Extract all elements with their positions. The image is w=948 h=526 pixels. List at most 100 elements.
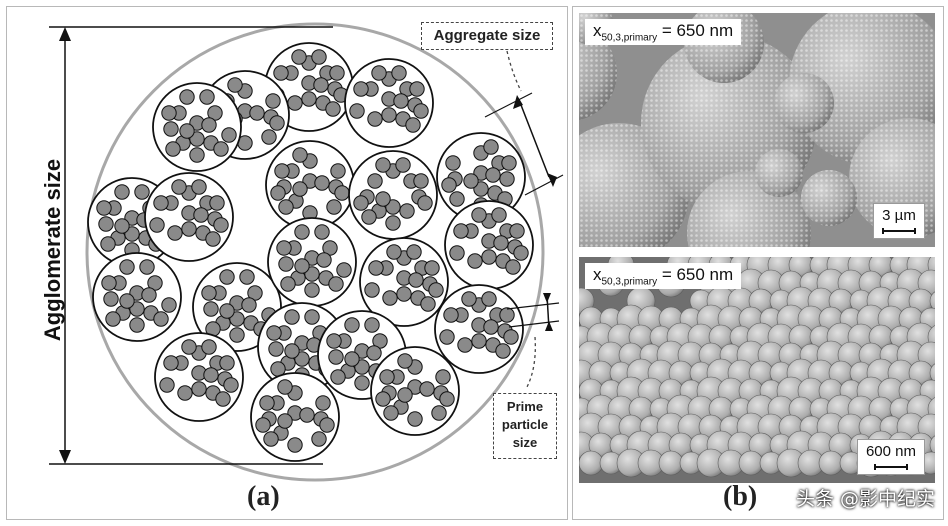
prime-particle bbox=[381, 107, 397, 123]
prime-particle bbox=[163, 355, 179, 371]
prime-particle bbox=[463, 173, 479, 189]
prime-particle bbox=[311, 49, 327, 65]
aggregate-arrow-2 bbox=[547, 173, 557, 187]
sem-top-scale-line bbox=[882, 228, 916, 234]
prime-particle bbox=[428, 282, 444, 298]
microsphere bbox=[579, 26, 617, 120]
prime-particle bbox=[397, 353, 413, 369]
prime-particle bbox=[382, 290, 398, 306]
prime-particle bbox=[213, 141, 229, 157]
prime-particle bbox=[294, 224, 310, 240]
prime-particle bbox=[449, 191, 465, 207]
sem-top-label-sub: 50,3,primary bbox=[601, 32, 658, 44]
prime-particle bbox=[407, 411, 423, 427]
prime-particle bbox=[219, 269, 235, 285]
prime-particle bbox=[344, 317, 360, 333]
prime-particle bbox=[181, 221, 197, 237]
prime-particle bbox=[408, 272, 424, 288]
microsphere-texture bbox=[755, 149, 803, 197]
aggregate bbox=[444, 200, 534, 290]
prime-particle bbox=[419, 381, 435, 397]
prime-particle bbox=[209, 195, 225, 211]
prime-ext-line-2 bbox=[508, 320, 560, 328]
prime-particle bbox=[255, 417, 271, 433]
prime-particle bbox=[292, 147, 308, 163]
prime-particle bbox=[371, 65, 387, 81]
prime-particle bbox=[431, 405, 447, 421]
prime-particle bbox=[467, 253, 483, 269]
aggregate bbox=[154, 332, 244, 422]
prime-particle bbox=[344, 351, 360, 367]
microsphere-texture bbox=[801, 170, 857, 226]
prime-particle bbox=[277, 379, 293, 395]
prime-particle bbox=[481, 291, 497, 307]
prime-particle bbox=[379, 369, 395, 385]
prime-particle bbox=[501, 155, 517, 171]
prime-particle bbox=[189, 147, 205, 163]
prime-particle bbox=[493, 235, 509, 251]
sem-bottom-scale-line bbox=[873, 464, 908, 470]
sem-top-label-value: = 650 nm bbox=[661, 21, 734, 40]
prime-particle bbox=[334, 185, 350, 201]
prime-particle bbox=[129, 317, 145, 333]
prime-particle bbox=[167, 225, 183, 241]
prime-particle bbox=[424, 260, 440, 276]
prime-particle bbox=[229, 327, 245, 343]
prime-particle bbox=[141, 287, 157, 303]
prime-particle-size-label: Prime particle size bbox=[493, 393, 557, 459]
sem-top-label-base: x bbox=[593, 21, 602, 40]
prime-particle bbox=[457, 337, 473, 353]
sem-image-bottom: x50,3,primary = 650 nm 600 nm bbox=[579, 257, 935, 483]
prime-particle bbox=[201, 285, 217, 301]
prime-particle bbox=[163, 121, 179, 137]
prime-particle bbox=[368, 260, 384, 276]
prime-particle bbox=[227, 77, 243, 93]
prime-particle bbox=[499, 307, 515, 323]
prime-particle bbox=[483, 319, 499, 335]
prime-particle bbox=[165, 141, 181, 157]
prime-particle bbox=[353, 195, 369, 211]
prime-particle bbox=[119, 293, 135, 309]
prime-particle bbox=[215, 391, 231, 407]
prime-particle bbox=[268, 341, 284, 357]
prime-particle bbox=[129, 301, 145, 317]
sem-bottom-scale-text: 600 nm bbox=[865, 443, 916, 460]
prime-particle bbox=[203, 301, 219, 317]
prime-label-line-1: Prime bbox=[506, 399, 544, 414]
microsphere-texture bbox=[774, 73, 834, 133]
prime-particle bbox=[509, 223, 525, 239]
prime-particle bbox=[269, 115, 285, 131]
prime-particle bbox=[328, 349, 344, 365]
prime-particle bbox=[193, 207, 209, 223]
prime-particle bbox=[280, 276, 296, 292]
prime-particle bbox=[314, 224, 330, 240]
aggregate bbox=[434, 284, 524, 374]
agglomerate-circle bbox=[85, 22, 545, 482]
prime-particle bbox=[189, 131, 205, 147]
sem-bottom-label-value: = 650 nm bbox=[661, 265, 734, 284]
prime-particle bbox=[361, 209, 377, 225]
prime-particle bbox=[491, 207, 507, 223]
microsphere-texture bbox=[579, 26, 617, 120]
prime-particle bbox=[299, 407, 315, 423]
prime-particle bbox=[366, 345, 382, 361]
prime-label-line-2: particle bbox=[501, 417, 549, 432]
prime-particle bbox=[241, 297, 257, 313]
aggregate bbox=[250, 372, 340, 462]
aggregate bbox=[267, 217, 357, 307]
prime-particle bbox=[161, 105, 177, 121]
panel-a-letter: (a) bbox=[247, 481, 280, 512]
aggregate bbox=[359, 237, 449, 327]
prime-particle bbox=[396, 286, 412, 302]
prime-particle bbox=[439, 329, 455, 345]
prime-particle bbox=[409, 81, 425, 97]
aggregate-size-text: Aggregate size bbox=[433, 27, 541, 44]
prime-particle bbox=[213, 217, 229, 233]
prime-leader-line bbox=[526, 336, 536, 388]
prime-particle bbox=[161, 297, 177, 313]
microsphere bbox=[755, 149, 803, 197]
prime-particle bbox=[274, 163, 290, 179]
prime-particle bbox=[413, 103, 429, 119]
prime-particle bbox=[277, 413, 293, 429]
prime-particle bbox=[159, 377, 175, 393]
